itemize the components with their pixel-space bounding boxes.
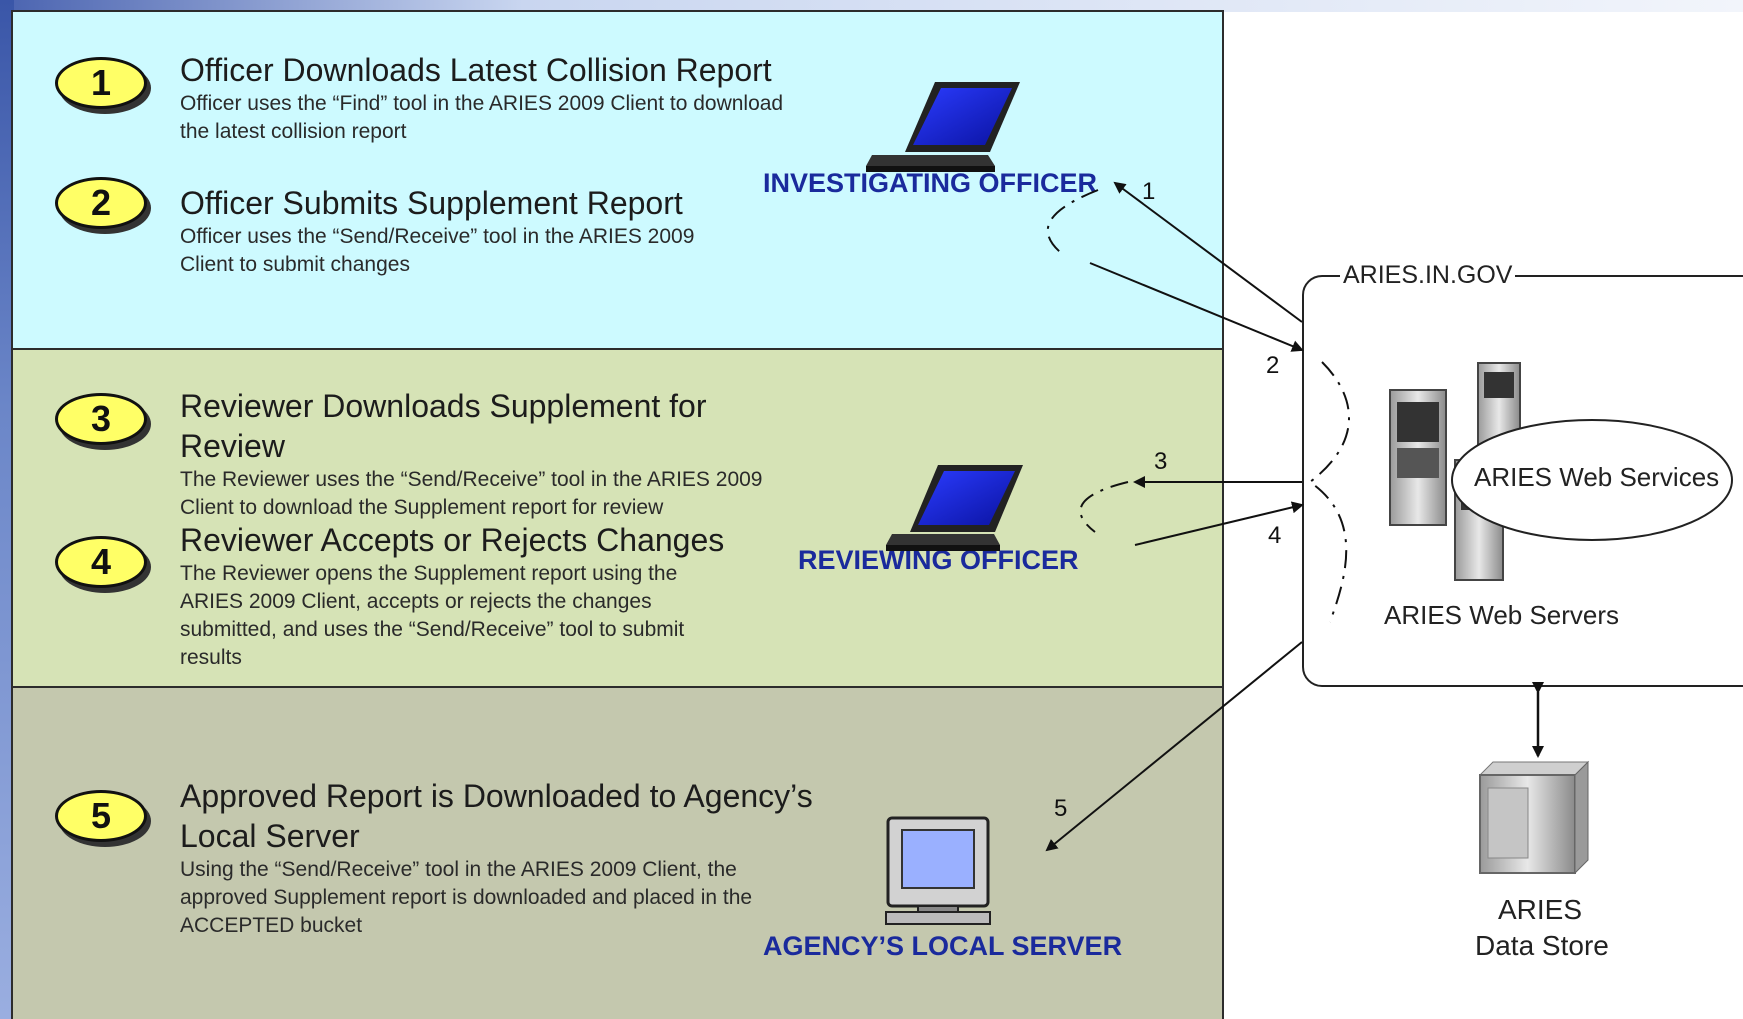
step-4: Reviewer Accepts or Rejects Changes The …: [180, 520, 740, 672]
step-5-description: Using the “Send/Receive” tool in the ARI…: [180, 858, 753, 937]
step-1-title: Officer Downloads Latest Collision Repor…: [180, 52, 772, 88]
arrow-label-2: 2: [1266, 352, 1280, 379]
step-badge-2: 2: [55, 177, 147, 229]
slide-left-band: [0, 0, 14, 1019]
agency-local-server-label: AGENCY’S LOCAL SERVER: [763, 931, 1123, 961]
reviewing-officer-label: REVIEWING OFFICER: [798, 545, 1079, 575]
investigating-officer-label: INVESTIGATING OFFICER: [763, 168, 1098, 198]
web-services-label: ARIES Web Services: [1474, 462, 1720, 492]
panel-investigating: [11, 10, 1224, 350]
database-server-icon: [1478, 760, 1590, 875]
arrow-label-5: 5: [1054, 795, 1068, 822]
data-store-label: ARIES Data Store: [1475, 892, 1609, 964]
step-5-title: Approved Report is Downloaded to Agency’…: [180, 778, 813, 854]
step-1-description: Officer uses the “Find” tool in the ARIE…: [180, 92, 784, 143]
step-4-title: Reviewer Accepts or Rejects Changes: [180, 522, 725, 558]
step-badge-4: 4: [55, 536, 147, 588]
arrow-label-3: 3: [1154, 448, 1168, 475]
server-box-label: ARIES.IN.GOV: [1340, 261, 1516, 290]
web-servers-label: ARIES Web Servers: [1384, 600, 1620, 630]
step-2-description: Officer uses the “Send/Receive” tool in …: [180, 225, 695, 276]
arrow-label-1: 1: [1142, 178, 1156, 205]
panel-agency: [11, 686, 1224, 1019]
arrow-label-4: 4: [1268, 522, 1282, 549]
step-3-title: Reviewer Downloads Supplement for Review: [180, 388, 707, 464]
step-badge-3: 3: [55, 393, 147, 445]
data-store-line-1: ARIES: [1497, 894, 1583, 925]
data-store-line-2: Data Store: [1475, 930, 1609, 961]
step-2-title: Officer Submits Supplement Report: [180, 185, 683, 221]
slide-top-band: [0, 0, 1743, 12]
step-3: Reviewer Downloads Supplement for Review…: [180, 386, 820, 522]
step-badge-5: 5: [55, 790, 147, 842]
step-4-description: The Reviewer opens the Supplement report…: [180, 562, 685, 669]
step-2: Officer Submits Supplement Report Office…: [180, 183, 740, 279]
step-5: Approved Report is Downloaded to Agency’…: [180, 776, 820, 940]
step-badge-1: 1: [55, 57, 147, 109]
step-1: Officer Downloads Latest Collision Repor…: [180, 50, 800, 146]
step-3-description: The Reviewer uses the “Send/Receive” too…: [180, 468, 763, 519]
